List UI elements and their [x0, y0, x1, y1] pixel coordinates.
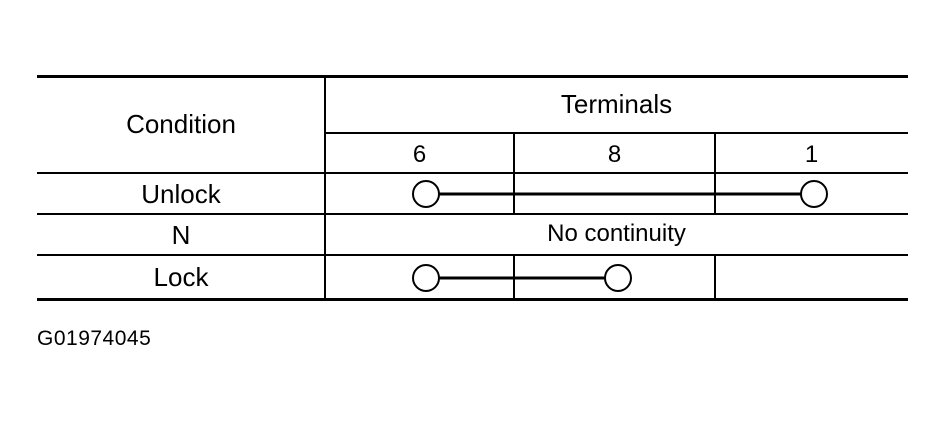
terminal-8-1-divider-bottom — [714, 255, 716, 299]
table-top-border — [37, 75, 908, 78]
terminals-header: Terminals — [560, 89, 673, 119]
table-bottom-border — [37, 298, 908, 301]
row-divider-unlock — [37, 213, 908, 215]
condition-header: Condition — [126, 109, 236, 139]
terminal-8-1-divider-top — [714, 133, 716, 214]
header-bottom-border — [37, 172, 908, 174]
terminal-circle-icon — [412, 264, 440, 292]
terminal-1-header: 1 — [804, 141, 819, 168]
terminal-circle-icon — [412, 180, 440, 208]
terminal-8-header: 8 — [607, 141, 622, 168]
no-continuity-note: No continuity — [547, 220, 686, 247]
terminal-6-8-divider-top — [513, 133, 515, 214]
terminals-header-divider — [325, 132, 908, 134]
terminal-6-header: 6 — [412, 141, 427, 168]
unlock-continuity-6-1 — [412, 180, 828, 208]
row-condition-unlock: Unlock — [141, 179, 221, 209]
terminal-circle-icon — [604, 264, 632, 292]
row-condition-lock: Lock — [153, 262, 209, 292]
lock-continuity-6-8 — [412, 264, 632, 292]
terminal-circle-icon — [800, 180, 828, 208]
row-divider-n — [37, 254, 908, 256]
row-condition-n: N — [171, 220, 191, 250]
figure-code: G01974045 — [37, 327, 152, 350]
condition-column-divider — [324, 77, 326, 299]
